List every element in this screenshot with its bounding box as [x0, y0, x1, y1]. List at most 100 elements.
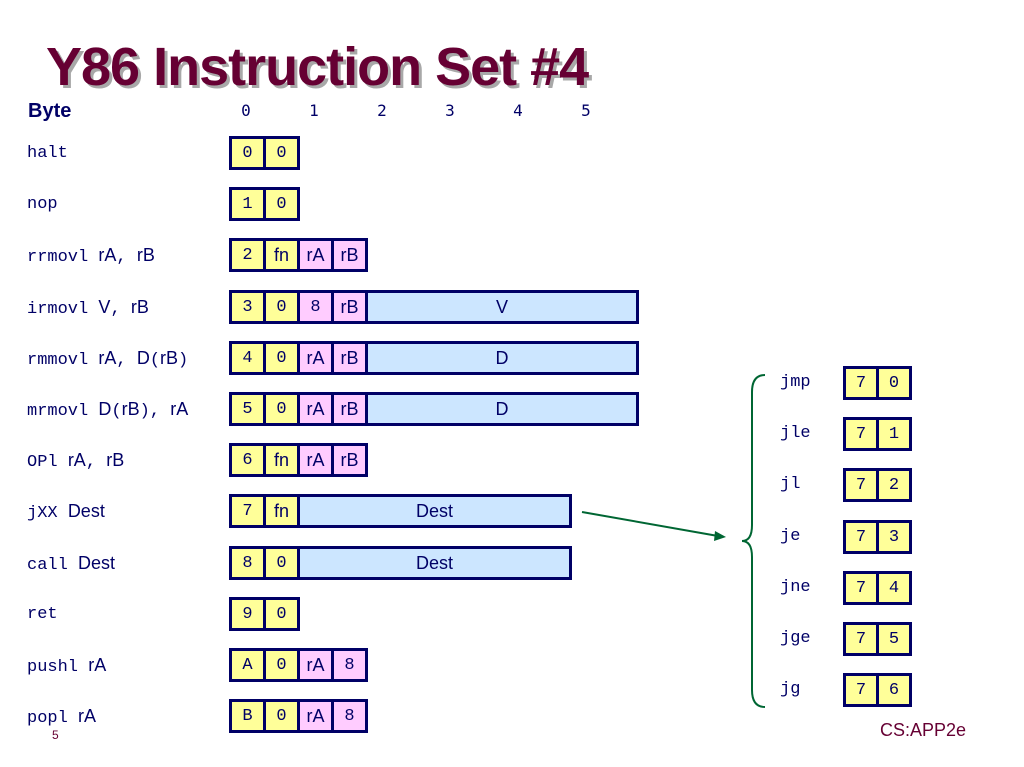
constant-word-cell: Dest	[297, 546, 572, 580]
register-byte-cell: rA	[297, 443, 334, 477]
instruction-operand: V	[98, 297, 111, 317]
instruction-mnemonic: ret	[27, 605, 58, 624]
jump-function-cell: 3	[876, 520, 912, 554]
byte-column-number: 2	[377, 101, 387, 120]
instruction-label: OPl rA, rB	[27, 449, 124, 474]
connector-arrowhead	[714, 531, 726, 541]
register-byte-cell: 8	[331, 648, 368, 682]
page-title: Y86 Instruction Set #4	[46, 37, 589, 97]
instruction-operand: rA	[98, 245, 117, 265]
jump-function-cell: 0	[876, 366, 912, 400]
opcode-byte-cell: 7	[229, 494, 266, 528]
instruction-mnemonic: popl	[27, 709, 68, 728]
byte-column-number: 1	[309, 101, 319, 120]
instruction-label: nop	[27, 193, 58, 216]
instruction-mnemonic: rmmovl	[27, 351, 89, 370]
operand-punctuation: ,	[116, 248, 137, 267]
instruction-mnemonic: irmovl	[27, 300, 89, 319]
byte-column-number: 0	[241, 101, 251, 120]
instruction-operand: rB	[130, 297, 149, 317]
operand-punctuation: ),	[139, 402, 171, 421]
opcode-byte-cell: 0	[263, 341, 300, 375]
operand-punctuation: ,	[110, 300, 131, 319]
byte-column-number: 5	[581, 101, 591, 120]
jump-mnemonic: jle	[780, 424, 811, 443]
constant-word-cell: V	[365, 290, 639, 324]
opcode-byte-cell: 0	[263, 136, 300, 170]
instruction-operand: rA	[67, 450, 86, 470]
opcode-byte-cell: 0	[263, 392, 300, 426]
instruction-label: ret	[27, 603, 58, 626]
opcode-byte-cell: 0	[263, 699, 300, 733]
byte-column-number: 3	[445, 101, 455, 120]
constant-word-cell: D	[365, 392, 639, 426]
instruction-operand: rB	[160, 348, 179, 368]
jump-function-cell: 2	[876, 468, 912, 502]
constant-word-cell: Dest	[297, 494, 572, 528]
register-byte-cell: rB	[331, 290, 368, 324]
instruction-operand: rB	[136, 245, 155, 265]
jump-mnemonic: jge	[780, 629, 811, 648]
instruction-mnemonic: OPl	[27, 453, 58, 472]
byte-column-number: 4	[513, 101, 523, 120]
opcode-byte-cell: fn	[263, 494, 300, 528]
instruction-label: irmovl V, rB	[27, 296, 149, 321]
instruction-label: popl rA	[27, 705, 96, 730]
instruction-mnemonic: rrmovl	[27, 248, 89, 267]
instruction-label: rmmovl rA, D(rB)	[27, 347, 188, 372]
jump-mnemonic: jl	[780, 475, 801, 494]
jump-mnemonic: jne	[780, 578, 811, 597]
opcode-byte-cell: 0	[263, 546, 300, 580]
instruction-label: call Dest	[27, 552, 115, 577]
instruction-operand: D	[136, 348, 150, 368]
jump-mnemonic: jmp	[780, 373, 811, 392]
opcode-byte-cell: 0	[263, 597, 300, 631]
instruction-mnemonic: jXX	[27, 504, 58, 523]
jump-mnemonic: je	[780, 527, 801, 546]
register-byte-cell: rA	[297, 392, 334, 426]
jump-mnemonic: jg	[780, 680, 801, 699]
instruction-label: rrmovl rA, rB	[27, 244, 155, 269]
register-byte-cell: rA	[297, 648, 334, 682]
constant-word-cell: D	[365, 341, 639, 375]
footer-course-label: CS:APP2e	[879, 720, 966, 740]
instruction-operand: rB	[106, 450, 125, 470]
register-byte-cell: 8	[331, 699, 368, 733]
operand-punctuation: (	[111, 402, 122, 421]
instruction-label: mrmovl D(rB), rA	[27, 398, 188, 423]
instruction-operand: D	[98, 399, 112, 419]
instruction-operand: Dest	[67, 501, 105, 521]
jump-variants-brace	[741, 374, 766, 708]
operand-punctuation: )	[178, 351, 189, 370]
opcode-byte-cell: 8	[229, 546, 266, 580]
instruction-operand: Dest	[78, 553, 116, 573]
operand-punctuation: ,	[85, 453, 107, 472]
instruction-operand: rB	[121, 399, 140, 419]
register-byte-cell: rB	[331, 443, 368, 477]
byte-label: Byte	[28, 100, 72, 122]
jump-function-cell: 1	[876, 417, 912, 451]
jump-function-cell: 5	[876, 622, 912, 656]
operand-punctuation: ,	[116, 351, 137, 370]
instruction-mnemonic: call	[27, 556, 68, 575]
opcode-byte-cell: 0	[263, 648, 300, 682]
opcode-byte-cell: fn	[263, 443, 300, 477]
instruction-operand: rA	[170, 399, 189, 419]
instruction-mnemonic: nop	[27, 195, 58, 214]
